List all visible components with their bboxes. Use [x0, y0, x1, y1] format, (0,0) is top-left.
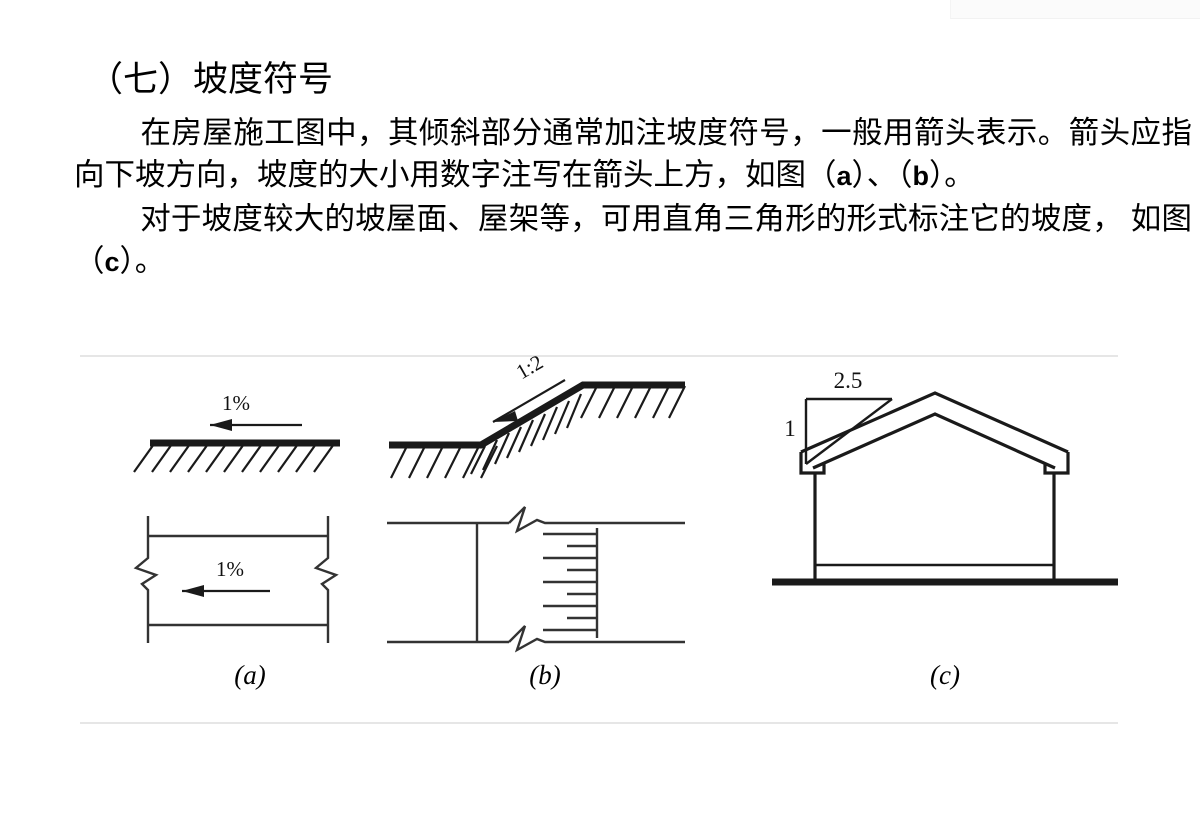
- paragraph-2-text: 对于坡度较大的坡屋面、屋架等，可用直角三角形的形式标注它的坡度， 如图（c）。: [74, 202, 1192, 278]
- rise-label-c: 1: [784, 416, 796, 441]
- body-text-block: 在房屋施工图中，其倾斜部分通常加注坡度符号，一般用箭头表示。箭头应指向下坡方向，…: [74, 112, 1192, 283]
- figure-c-drawing: 2.5 1: [770, 360, 1120, 660]
- hatching-group-a: [133, 443, 335, 473]
- figure-a-caption: (a): [234, 660, 266, 690]
- page-title: （七）坡度符号: [88, 60, 334, 99]
- slope-hatch-lines-b: [543, 532, 597, 632]
- figure-b-drawing: 1:2: [385, 350, 705, 660]
- slope-arrow-head-b: [493, 411, 518, 422]
- hatching-group-b-slope: [470, 393, 583, 475]
- eave-left-c: [799, 452, 826, 475]
- run-label-c: 2.5: [834, 368, 863, 393]
- roof-outline-c: [800, 391, 1069, 470]
- divider-top: [80, 355, 1118, 357]
- figure-b: 1:2: [385, 350, 705, 720]
- slope-arrow-shaft-b: [492, 379, 566, 423]
- ref-a: a: [836, 161, 852, 191]
- figure-row: 1% 1%: [0, 350, 1200, 720]
- divider-bottom: [80, 722, 1118, 724]
- figure-c-caption: (c): [930, 660, 960, 690]
- section-outline-a: [133, 516, 339, 643]
- slope-arrow-head-a: [210, 419, 232, 431]
- figure-a: 1% 1%: [120, 360, 380, 720]
- paragraph-2: 对于坡度较大的坡屋面、屋架等，可用直角三角形的形式标注它的坡度， 如图（c）。: [74, 198, 1192, 283]
- paragraph-1-text: 在房屋施工图中，其倾斜部分通常加注坡度符号，一般用箭头表示。箭头应指向下坡方向，…: [74, 116, 1192, 192]
- eave-right-c: [1043, 452, 1070, 475]
- slope-arrow-head-a2: [182, 585, 204, 597]
- plan-outline-b: [387, 506, 685, 653]
- ref-c: c: [104, 247, 120, 277]
- slope-label-a-elevation: 1%: [222, 391, 250, 415]
- hatching-group-b-low: [390, 445, 498, 479]
- figure-a-drawing: 1% 1%: [120, 360, 380, 660]
- paragraph-1: 在房屋施工图中，其倾斜部分通常加注坡度符号，一般用箭头表示。箭头应指向下坡方向，…: [74, 112, 1192, 197]
- slope-label-a-section: 1%: [216, 557, 244, 581]
- hatching-group-b-high: [580, 385, 686, 419]
- figure-c: 2.5 1: [770, 360, 1120, 720]
- figure-b-caption: (b): [529, 660, 561, 690]
- top-right-overlay-box: [950, 0, 1200, 19]
- terrain-profile-b: [389, 381, 685, 449]
- ref-b: b: [912, 161, 930, 191]
